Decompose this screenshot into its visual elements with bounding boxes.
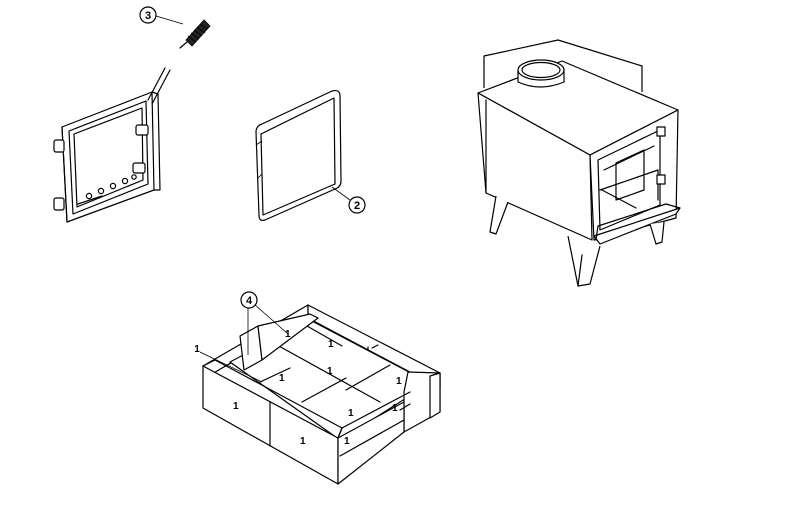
flue-collar xyxy=(517,59,565,88)
callout-2-leader xyxy=(331,186,351,201)
callout-2-circle xyxy=(348,196,366,214)
callout-1-label: 1 xyxy=(194,344,200,355)
callout-3-label: 3 xyxy=(145,10,151,22)
brick-label: 1 xyxy=(348,408,354,419)
brick-label: 1 xyxy=(344,436,350,447)
brick-label: 1 xyxy=(392,403,398,414)
brick-label: 1 xyxy=(300,436,306,447)
door-frame-part xyxy=(53,67,171,223)
brick-label: 1 xyxy=(285,329,291,340)
brick-label: 1 xyxy=(279,373,285,384)
spring-handle-part: 3 xyxy=(139,6,211,49)
spring-coil xyxy=(179,19,211,49)
wood-stove-assembly xyxy=(477,39,681,287)
callout-3-leader xyxy=(155,15,184,25)
firebrick-set-part: 4 1 1 1 1 1 1 1 1 1 1 1 xyxy=(194,291,441,485)
brick-label: 1 xyxy=(328,339,334,350)
door-hinges xyxy=(53,124,149,211)
brick-label: 1 xyxy=(233,401,239,412)
callout-2-label: 2 xyxy=(354,200,360,212)
glass-gasket-part: 2 xyxy=(255,89,366,222)
stove-legs xyxy=(489,195,665,287)
brick-label: 1 xyxy=(396,376,402,387)
callout-4-leader-b xyxy=(253,303,289,335)
callout-4-label: 4 xyxy=(246,295,253,307)
callout-4-circle xyxy=(240,291,258,309)
callout-3-circle xyxy=(139,6,157,24)
brick-label: 1 xyxy=(327,366,333,377)
door-vent-holes xyxy=(85,174,137,200)
